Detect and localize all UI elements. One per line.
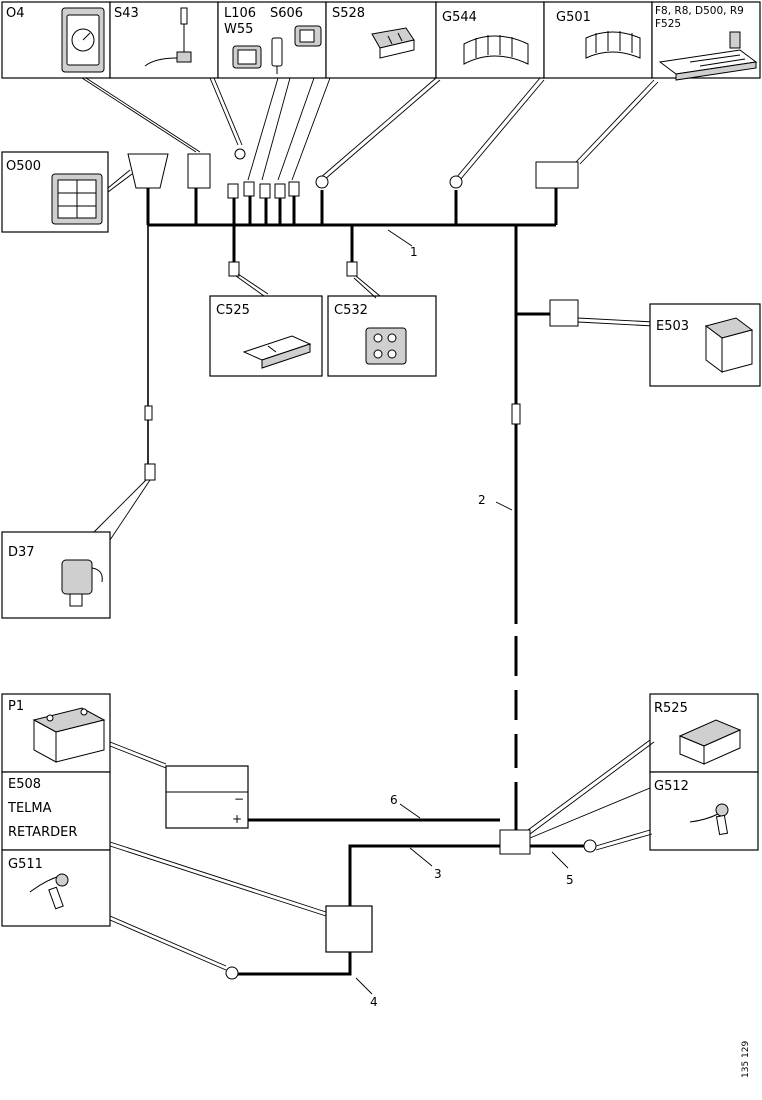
battery-icon <box>32 707 106 763</box>
component-e508: E508 TELMA RETARDER <box>1 771 327 917</box>
wire-number-4: 4 <box>370 995 378 1009</box>
label-g511: G511 <box>8 857 43 872</box>
battery-minus: − <box>234 792 244 806</box>
wire-number-1: 1 <box>410 245 418 259</box>
component-e503: E503 <box>649 303 761 387</box>
label-fuses-line2: F525 <box>655 18 681 30</box>
ground-bolt-icon-2 <box>689 803 729 836</box>
wire-number-6: 6 <box>390 793 398 807</box>
rocker-switch-icon <box>232 45 262 69</box>
harness-4 <box>225 952 352 980</box>
connector-g501 <box>449 175 463 189</box>
ground-bolt-icon <box>29 873 69 910</box>
label-p1: P1 <box>8 699 24 714</box>
harness-1 <box>146 188 558 262</box>
label-g544: G544 <box>442 10 477 25</box>
label-s43: S43 <box>114 6 139 21</box>
connector-e503 <box>549 299 579 327</box>
label-retarder: RETARDER <box>8 825 77 840</box>
harness-connectors <box>127 148 579 277</box>
harness-3 <box>348 844 500 906</box>
junction-block <box>499 829 531 855</box>
figure-code: 135 129 <box>741 1041 751 1078</box>
relay-icon <box>678 719 742 765</box>
connector-o4 <box>187 153 211 189</box>
label-s528: S528 <box>332 6 365 21</box>
connector-w55 <box>243 181 255 197</box>
component-c532: C532 <box>327 275 437 377</box>
switch-block-icon <box>371 27 415 59</box>
component-r525: R525 <box>527 693 759 835</box>
component-o500: O500 <box>1 151 133 233</box>
label-l106: L106 <box>224 6 256 21</box>
label-g512: G512 <box>654 779 689 794</box>
label-g501: G501 <box>556 10 591 25</box>
bulb-holder-icon <box>271 37 283 74</box>
connector-s606-a <box>259 183 271 199</box>
harness-5 <box>530 839 597 853</box>
connector-housing-icon <box>365 327 407 365</box>
solenoid-valve-icon <box>61 559 103 607</box>
label-e503: E503 <box>656 319 689 334</box>
component-s43: S43 <box>109 1 219 79</box>
retarder-box <box>325 905 373 953</box>
connector-s606-b <box>274 183 286 199</box>
label-c532: C532 <box>334 303 368 318</box>
label-telma: TELMA <box>7 801 52 816</box>
fuse-panel-icon <box>658 31 758 81</box>
ground-block-icon-2 <box>585 31 641 59</box>
connector-fuse-panel <box>535 161 579 189</box>
component-o4: O4 <box>1 1 111 79</box>
label-e508: E508 <box>8 777 41 792</box>
wire-number-5: 5 <box>566 873 574 887</box>
connector-s528 <box>288 181 300 197</box>
component-g501: G501 <box>543 1 653 79</box>
branch-d37 <box>93 225 156 541</box>
connector-c525 <box>228 261 240 277</box>
control-panel-icon <box>51 173 103 225</box>
control-unit-icon <box>704 317 754 373</box>
connector-g512 <box>583 839 597 853</box>
component-g511: G511 <box>1 849 227 971</box>
connector-c532 <box>346 261 358 277</box>
label-r525: R525 <box>654 701 688 716</box>
connector-plug-icon <box>242 335 312 369</box>
component-s528: S528 <box>325 1 437 79</box>
connector-g544 <box>315 175 329 189</box>
lever-switch-icon <box>144 7 192 67</box>
connector-o500 <box>127 153 169 189</box>
label-fuses-line1: F8, R8, D500, R9 <box>655 5 744 17</box>
component-fuse-relay-panel: F8, R8, D500, R9 F525 <box>651 1 761 81</box>
label-o4: O4 <box>6 6 25 21</box>
top-leaders <box>81 77 659 181</box>
switch-icon <box>294 25 322 47</box>
wire-number-2: 2 <box>478 493 486 507</box>
connector-l106 <box>227 183 239 199</box>
battery-block: − + <box>165 765 249 829</box>
ground-block-icon <box>463 35 529 65</box>
label-o500: O500 <box>6 159 41 174</box>
label-c525: C525 <box>216 303 250 318</box>
component-p1: P1 <box>1 693 167 773</box>
label-w55: W55 <box>224 22 253 37</box>
component-d37: D37 <box>1 531 111 619</box>
wire-number-3: 3 <box>434 867 442 881</box>
harness-2 <box>511 225 655 830</box>
connector-s43 <box>234 148 246 160</box>
battery-plus: + <box>232 812 242 826</box>
label-s606: S606 <box>270 6 303 21</box>
component-l106-s606: L106 S606 W55 <box>217 1 327 79</box>
component-g544: G544 <box>435 1 545 79</box>
component-c525: C525 <box>209 273 323 377</box>
component-g512: G512 <box>529 771 759 851</box>
instrument-icon <box>61 7 105 73</box>
label-d37: D37 <box>8 545 35 560</box>
connector-g511 <box>225 966 239 980</box>
